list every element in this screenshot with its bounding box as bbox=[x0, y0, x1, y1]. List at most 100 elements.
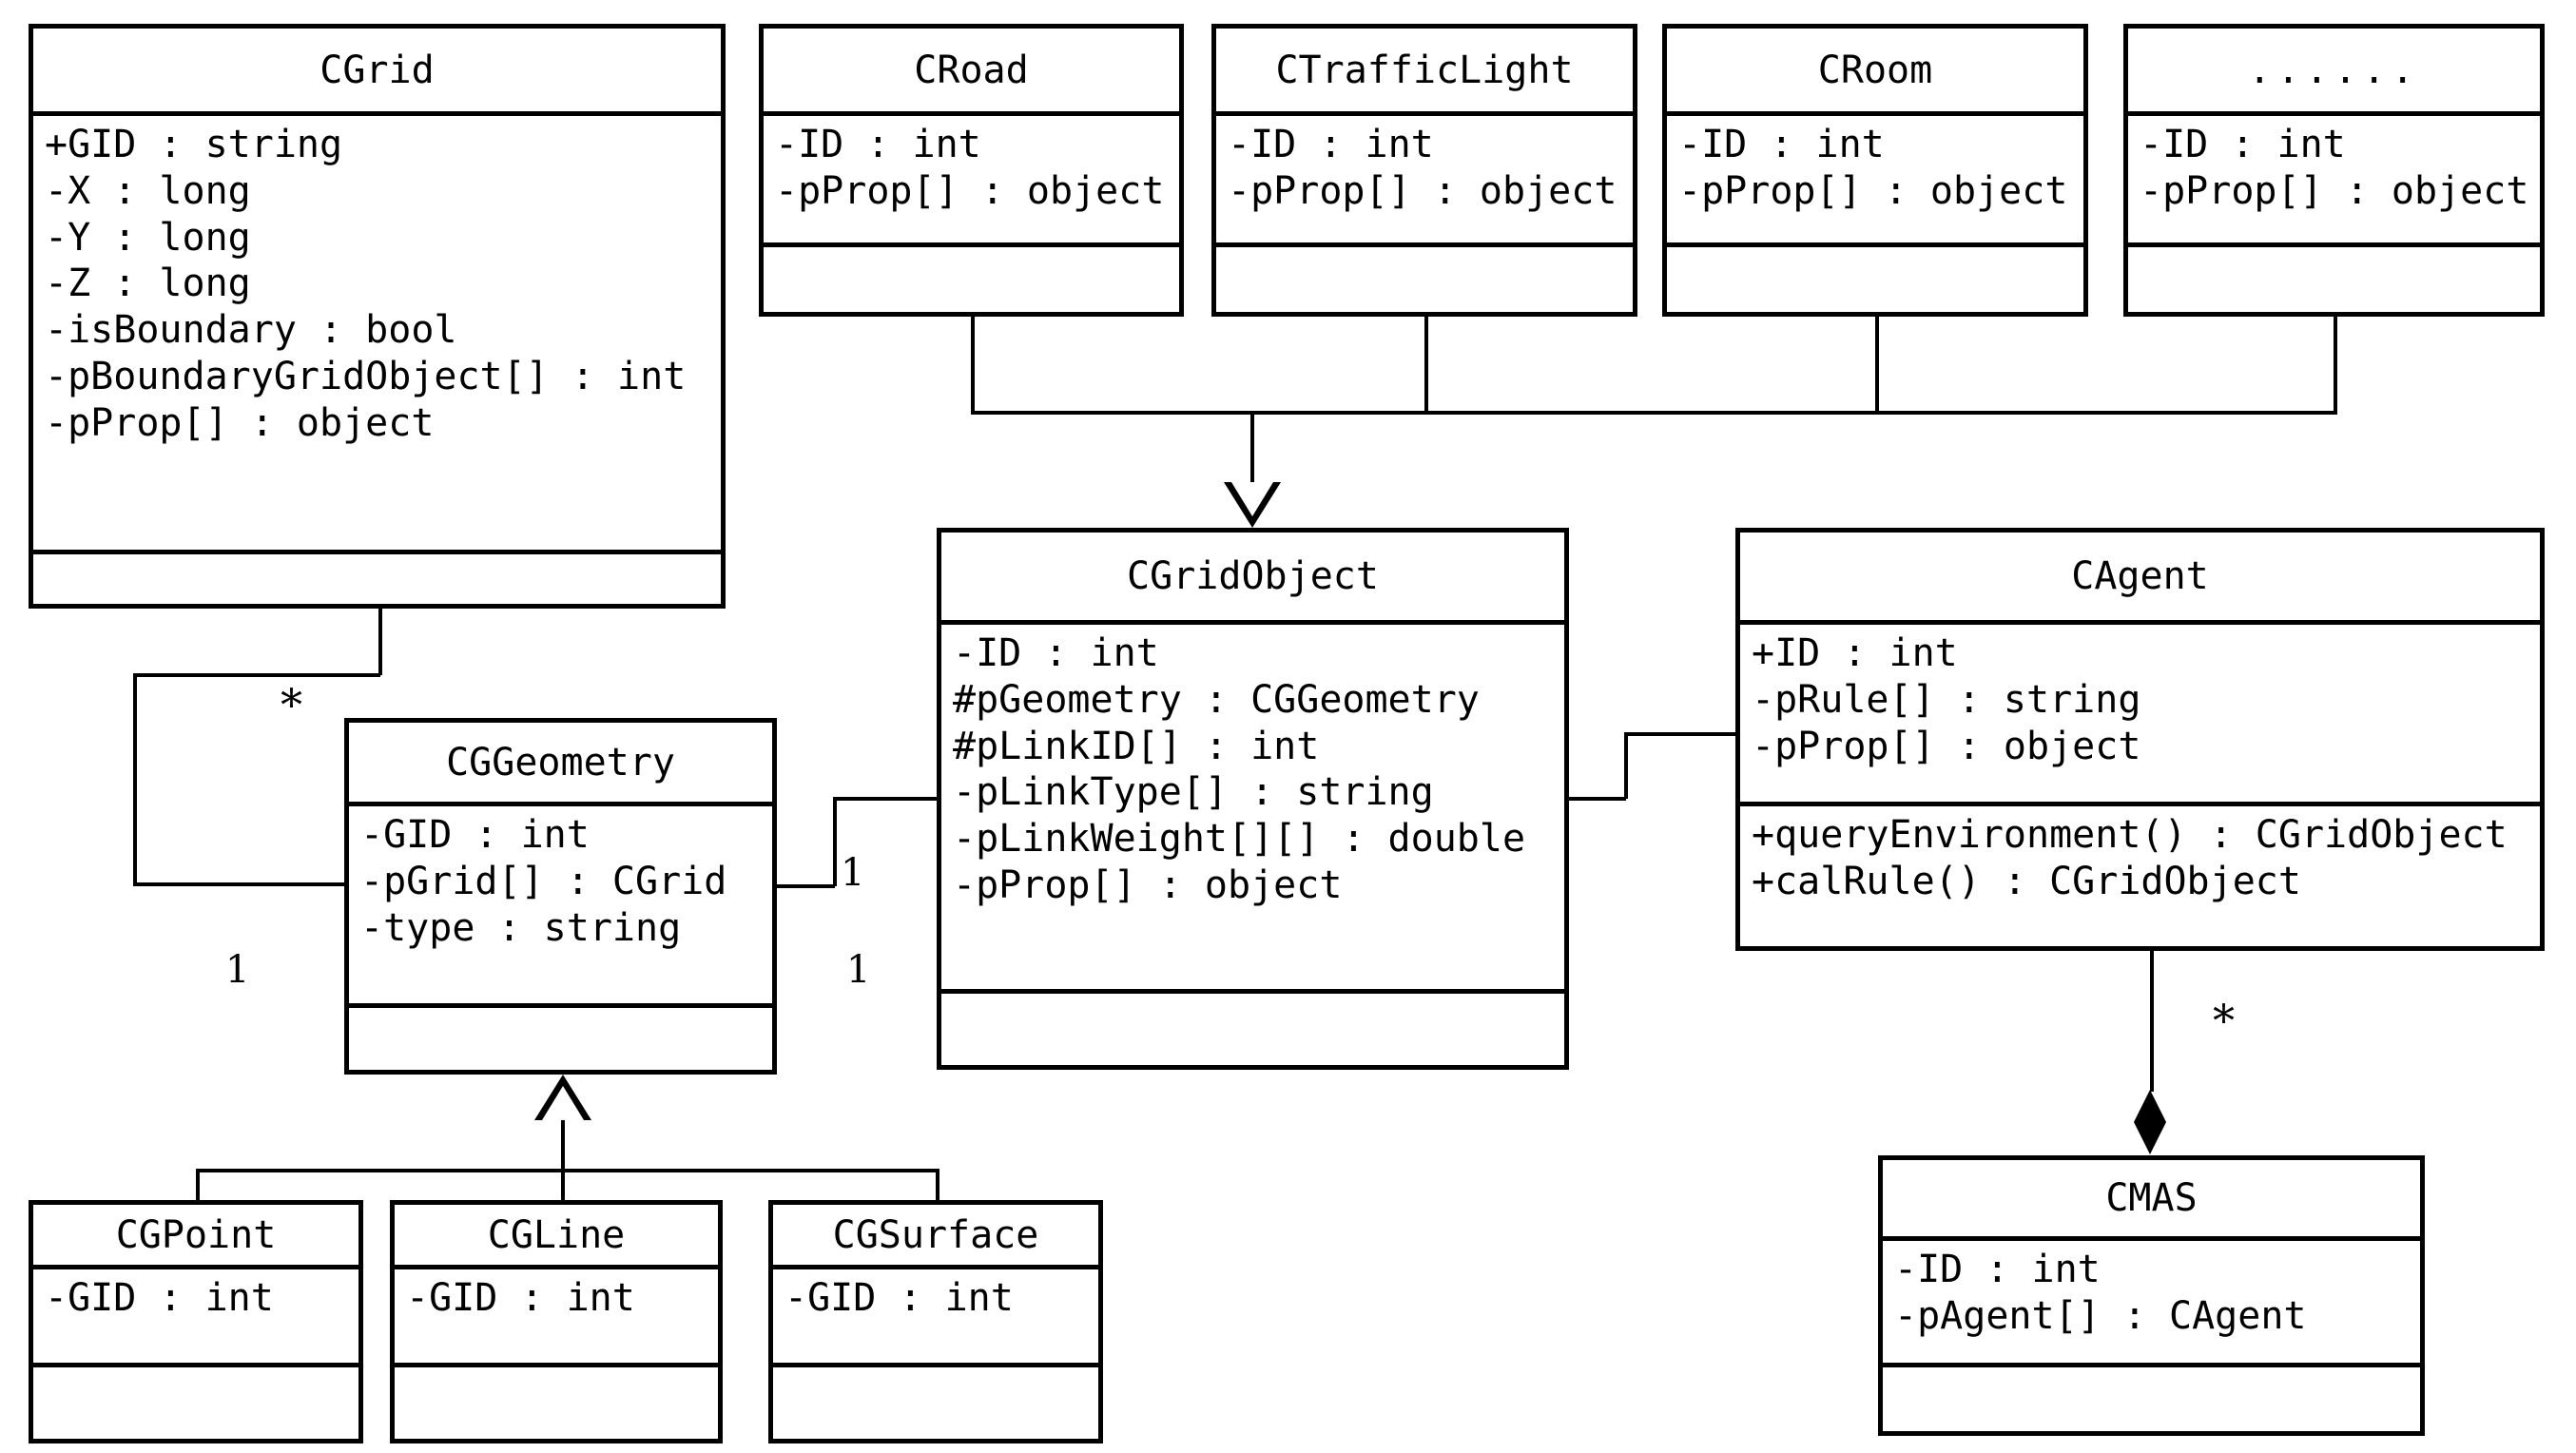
attribute-row: -ID : int bbox=[1678, 123, 1885, 166]
class-name-cgridobject: CGridObject bbox=[1127, 554, 1379, 598]
class-name-cgline: CGLine bbox=[487, 1212, 626, 1257]
class-name-cmas: CMAS bbox=[2105, 1176, 2198, 1220]
composition-diamond-cmas bbox=[2134, 1090, 2166, 1154]
class-box-cgpoint[interactable]: CGPoint -GID : int bbox=[29, 1200, 363, 1443]
attributes-compartment-cgline: -GID : int bbox=[395, 1265, 718, 1363]
class-box-cagent[interactable]: CAgent +ID : int -pRule[] : string -pPro… bbox=[1735, 528, 2545, 951]
generalization-bus-cggeometry bbox=[196, 1169, 938, 1172]
class-box-cggeometry[interactable]: CGGeometry -GID : int -pGrid[] : CGrid -… bbox=[344, 718, 777, 1075]
attribute-row: -pBoundaryGridObject[] : int bbox=[45, 354, 687, 398]
generalization-leg-croom bbox=[1875, 317, 1879, 413]
association-gridobject-agent-seg1 bbox=[1567, 797, 1626, 801]
operations-compartment-cgsurface bbox=[773, 1363, 1098, 1439]
association-geometry-gridobject-seg1 bbox=[775, 884, 835, 888]
operations-compartment-croad bbox=[764, 242, 1179, 312]
class-box-cgridobject[interactable]: CGridObject -ID : int #pGeometry : CGGeo… bbox=[937, 528, 1569, 1070]
attribute-row: -pProp[] : object bbox=[775, 168, 1165, 213]
class-box-cgline[interactable]: CGLine -GID : int bbox=[390, 1200, 723, 1443]
association-grid-geometry-seg2 bbox=[133, 673, 380, 677]
class-name-croad: CRoad bbox=[914, 48, 1029, 92]
generalization-stem-cgridobject bbox=[1250, 411, 1254, 485]
class-box-croad[interactable]: CRoad -ID : int -pProp[] : object bbox=[759, 24, 1184, 317]
generalization-leg-cgpoint bbox=[196, 1169, 200, 1202]
attribute-row: -ID : int bbox=[2140, 123, 2346, 166]
attribute-row: -pLinkType[] : string bbox=[953, 770, 1434, 815]
association-geometry-gridobject-seg3 bbox=[833, 797, 939, 801]
attribute-row: -type : string bbox=[360, 905, 682, 950]
attribute-row: -ID : int bbox=[775, 123, 981, 166]
class-box-ctrafficlight[interactable]: CTrafficLight -ID : int -pProp[] : objec… bbox=[1211, 24, 1637, 317]
generalization-triangle-cggeometry bbox=[534, 1075, 591, 1120]
multiplicity-geometry-one-upper: 1 bbox=[841, 851, 865, 895]
class-box-cgrid[interactable]: CGrid +GID : string -X : long -Y : long … bbox=[29, 24, 726, 609]
multiplicity-grid-geometry-star: * bbox=[281, 679, 302, 730]
attribute-row: +GID : string bbox=[45, 123, 343, 166]
association-gridobject-agent-seg2 bbox=[1624, 732, 1628, 799]
generalization-leg-croad bbox=[971, 317, 975, 413]
operations-compartment-ellipsis bbox=[2128, 242, 2540, 312]
attribute-row: -pProp[] : object bbox=[45, 400, 435, 445]
class-box-ellipsis[interactable]: ...... -ID : int -pProp[] : object bbox=[2123, 24, 2545, 317]
association-geometry-gridobject-seg2 bbox=[833, 797, 837, 886]
attribute-row: -ID : int bbox=[1228, 123, 1434, 166]
operations-compartment-croom bbox=[1667, 242, 2083, 312]
multiplicity-geometry-one-lower: 1 bbox=[846, 948, 871, 992]
class-name-croom: CRoom bbox=[1817, 48, 1933, 92]
attribute-row: -isBoundary : bool bbox=[45, 308, 457, 353]
attribute-row: -pProp[] : object bbox=[953, 862, 1343, 907]
operation-row: +calRule() : CGridObject bbox=[1752, 859, 2301, 903]
operations-compartment-cgrid bbox=[33, 550, 721, 604]
operations-compartment-cmas bbox=[1883, 1363, 2420, 1431]
attribute-row: -GID : int bbox=[406, 1276, 635, 1320]
class-name-cagent: CAgent bbox=[2071, 554, 2209, 598]
generalization-bus-cgridobject bbox=[971, 411, 2337, 415]
attribute-row: -pLinkWeight[][] : double bbox=[953, 817, 1526, 862]
attribute-row: -ID : int bbox=[953, 631, 1159, 675]
association-grid-geometry-seg3 bbox=[133, 673, 137, 884]
class-name-cgrid: CGrid bbox=[320, 48, 435, 92]
class-name-ellipsis: ...... bbox=[2248, 48, 2420, 92]
generalization-leg-ellipsis bbox=[2334, 317, 2337, 413]
attributes-compartment-cgsurface: -GID : int bbox=[773, 1265, 1098, 1363]
generalization-leg-cgline bbox=[561, 1169, 565, 1202]
operation-row: +queryEnvironment() : CGridObject bbox=[1752, 813, 2508, 857]
generalization-leg-ctrafficlight bbox=[1424, 317, 1428, 413]
class-box-cmas[interactable]: CMAS -ID : int -pAgent[] : CAgent bbox=[1878, 1155, 2425, 1436]
attribute-row: -GID : int bbox=[45, 1276, 274, 1320]
class-box-croom[interactable]: CRoom -ID : int -pProp[] : object bbox=[1662, 24, 2088, 317]
operations-compartment-cagent: +queryEnvironment() : CGridObject +calRu… bbox=[1740, 802, 2540, 951]
attributes-compartment-cagent: +ID : int -pRule[] : string -pProp[] : o… bbox=[1740, 620, 2540, 802]
attribute-row: +ID : int bbox=[1752, 631, 1958, 675]
attribute-row: -GID : int bbox=[784, 1276, 1014, 1320]
attribute-row: -pProp[] : object bbox=[1752, 724, 2141, 768]
attribute-row: #pGeometry : CGGeometry bbox=[953, 677, 1480, 722]
attributes-compartment-ctrafficlight: -ID : int -pProp[] : object bbox=[1216, 111, 1633, 242]
attribute-row: -pGrid[] : CGrid bbox=[360, 859, 727, 903]
operations-compartment-cggeometry bbox=[349, 1003, 772, 1075]
multiplicity-cmas-agent-star: * bbox=[2213, 995, 2235, 1046]
operations-compartment-cgridobject bbox=[941, 989, 1564, 1065]
class-name-cggeometry: CGGeometry bbox=[446, 740, 675, 785]
class-box-cgsurface[interactable]: CGSurface -GID : int bbox=[768, 1200, 1103, 1443]
attributes-compartment-ellipsis: -ID : int -pProp[] : object bbox=[2128, 111, 2540, 242]
operations-compartment-cgline bbox=[395, 1363, 718, 1439]
attributes-compartment-cgpoint: -GID : int bbox=[33, 1265, 358, 1363]
generalization-stem-cggeometry bbox=[561, 1120, 565, 1171]
association-grid-geometry-seg1 bbox=[378, 609, 382, 675]
attribute-row: -Z : long bbox=[45, 262, 251, 306]
attributes-compartment-cgrid: +GID : string -X : long -Y : long -Z : l… bbox=[33, 111, 721, 550]
attribute-row: -pProp[] : object bbox=[1228, 168, 1617, 213]
operations-compartment-cgpoint bbox=[33, 1363, 358, 1439]
class-name-cgpoint: CGPoint bbox=[115, 1212, 277, 1257]
attribute-row: -pProp[] : object bbox=[2140, 168, 2529, 213]
class-name-cgsurface: CGSurface bbox=[832, 1212, 1039, 1257]
class-name-ctrafficlight: CTrafficLight bbox=[1275, 48, 1574, 92]
attributes-compartment-croom: -ID : int -pProp[] : object bbox=[1667, 111, 2083, 242]
multiplicity-grid-geometry-one: 1 bbox=[225, 948, 250, 992]
association-gridobject-agent-seg3 bbox=[1624, 732, 1738, 736]
attribute-row: #pLinkID[] : int bbox=[953, 724, 1320, 768]
composition-line-cmas-cagent bbox=[2150, 951, 2154, 1092]
generalization-leg-cgsurface bbox=[936, 1169, 939, 1202]
association-grid-geometry-seg4 bbox=[133, 882, 348, 886]
